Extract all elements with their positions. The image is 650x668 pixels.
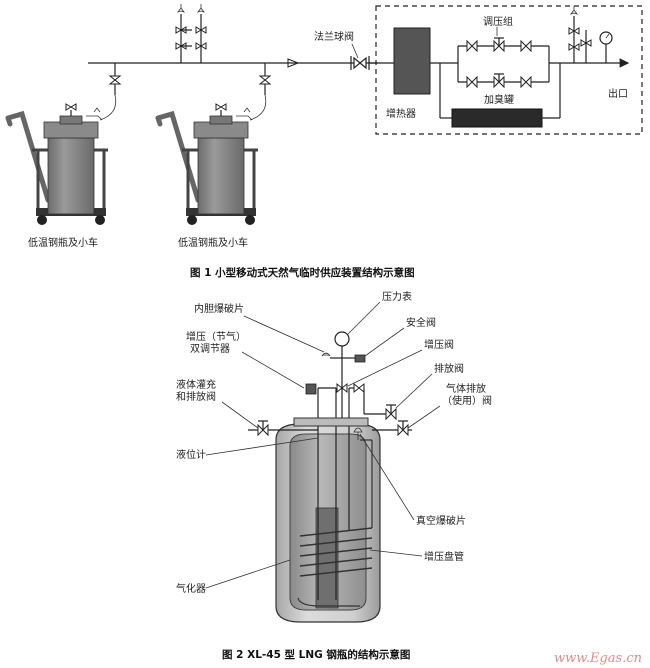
- liquid-level: [315, 507, 339, 609]
- regulator-row-lower: [466, 73, 532, 89]
- safety-vent-icon: [176, 4, 186, 13]
- cart-left: [5, 103, 108, 225]
- outlet-branch: [568, 6, 613, 63]
- top-plate: [293, 417, 369, 427]
- flow-arrow: [287, 58, 300, 68]
- label-outlet: 出口: [608, 87, 628, 100]
- label-safety-valve: 安全阀: [406, 316, 436, 329]
- label-vacuum-rupture-disc: 真空爆破片: [416, 514, 466, 527]
- label-vaporizer: 气化器: [176, 582, 206, 595]
- valve-icon: [258, 75, 272, 85]
- label-liquid-fill-2: 和排放阀: [176, 390, 216, 403]
- figure-1: 法兰球阀 增热器 调压组: [5, 4, 643, 279]
- label-liquid-fill-1: 液体灌充: [176, 378, 216, 391]
- equipment-box: [375, 5, 643, 135]
- booster-valve: [336, 382, 348, 394]
- label-regulator-group: 调压组: [483, 15, 513, 28]
- vacuum-rupture-disc: [353, 427, 363, 433]
- inner-rupture-disc: [321, 352, 331, 357]
- valve-icon: [108, 75, 122, 85]
- label-level-gauge: 液位计: [176, 448, 206, 461]
- odorizer: [451, 108, 543, 128]
- label-heater: 增热器: [386, 107, 416, 120]
- label-booster-coil: 增压盘管: [424, 550, 464, 563]
- label-flange-valve: 法兰球阀: [314, 30, 354, 43]
- right-drop-line: [249, 63, 272, 121]
- figure-2: 内胆爆破片 压力表 安全阀 增压（节气） 双调节器 增压阀 排放阀 液体灌充 和…: [176, 290, 492, 661]
- label-inner-rupture-disc: 内胆爆破片: [194, 302, 244, 315]
- label-cart-left: 低温钢瓶及小车: [28, 236, 98, 249]
- regulator-row-upper: [466, 37, 532, 53]
- booster-coil: [297, 439, 373, 607]
- caption-figure-1: 图 1 小型移动式天然气临时供应装置结构示意图: [190, 266, 415, 279]
- label-gas-vent-1: 气体排放: [446, 382, 486, 395]
- cart-right: [155, 103, 258, 225]
- regulator: [305, 383, 317, 395]
- safety-valve: [354, 354, 366, 363]
- label-cart-right: 低温钢瓶及小车: [178, 236, 248, 249]
- safety-vent-icon: [196, 4, 206, 13]
- left-drop-line: [99, 63, 122, 121]
- pressure-gauge-icon: [334, 331, 350, 347]
- flange-ball-valve: [350, 43, 370, 70]
- label-booster-valve: 增压阀: [424, 338, 454, 351]
- top-vent-branch: [175, 4, 207, 63]
- label-pressure-gauge: 压力表: [382, 290, 412, 303]
- watermark: www.Egas.cn: [554, 651, 642, 666]
- label-pressure-regulator-2: 双调节器: [190, 343, 230, 355]
- label-vent-valve: 排放阀: [434, 362, 464, 375]
- caption-figure-2: 图 2 XL-45 型 LNG 钢瓶的结构示意图: [222, 648, 410, 661]
- label-gas-vent-2: （使用）阀: [442, 394, 492, 407]
- label-pressure-regulator-1: 增压（节气）: [186, 330, 246, 343]
- label-odorizer: 加臭罐: [484, 93, 514, 106]
- heater: [393, 27, 431, 95]
